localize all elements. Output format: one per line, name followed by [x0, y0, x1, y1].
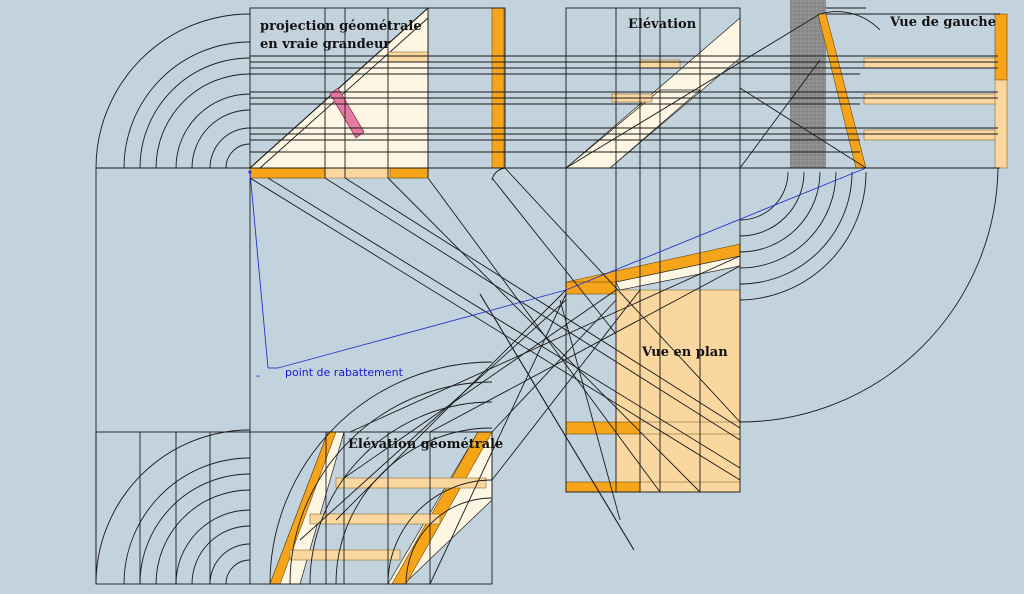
rabattement-lines — [248, 167, 867, 369]
diagram-labels: projection géométrale en vraie grandeur … — [256, 15, 996, 452]
label-projection-line2: en vraie grandeur — [260, 37, 390, 52]
elevation-view — [565, 17, 741, 169]
vue-en-plan-view — [565, 243, 741, 493]
elevation-geometrale-view — [269, 431, 493, 585]
vertical-projection-lines — [139, 8, 701, 584]
rabattement-origin-point — [248, 170, 252, 174]
label-vue-de-gauche: Vue de gauche — [889, 15, 996, 30]
concentric-arcs — [95, 11, 999, 585]
label-vue-en-plan: Vue en plan — [641, 345, 728, 360]
label-projection-line1: projection géométrale — [260, 19, 422, 34]
label-dash-mark: - — [256, 369, 260, 382]
label-point-de-rabattement: point de rabattement — [285, 366, 404, 379]
horizontal-projection-lines — [96, 7, 998, 169]
label-elevation: Elévation — [628, 17, 697, 32]
diagonal-construction-lines — [249, 13, 867, 585]
vue-de-gauche-view — [817, 13, 1008, 169]
label-elevation-geometrale: Elévation géométrale — [348, 437, 503, 452]
